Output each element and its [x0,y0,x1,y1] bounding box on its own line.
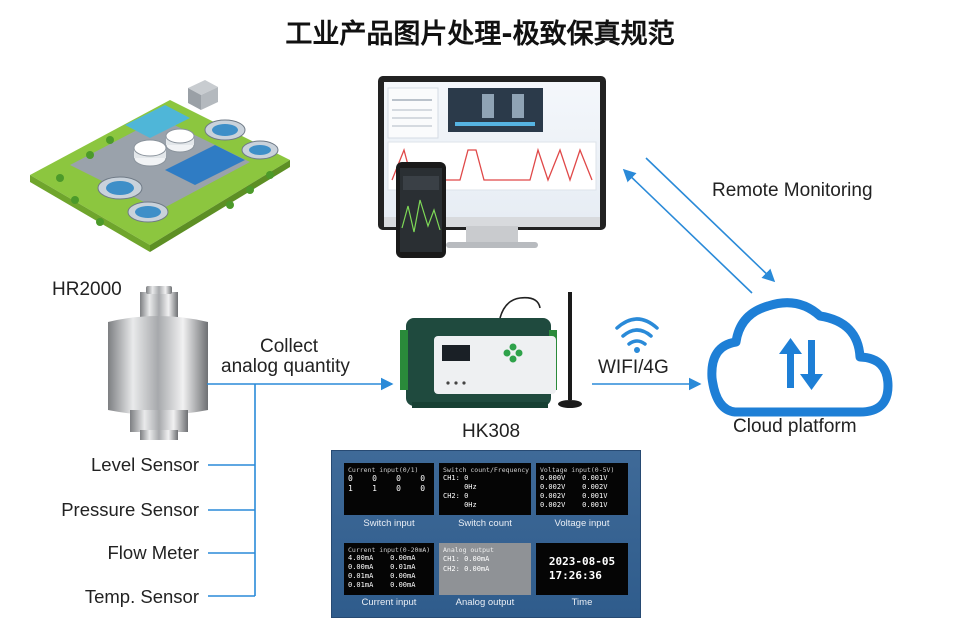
hk308-gateway-illustration [400,292,582,408]
tile-caption-current-input: Current input [361,597,417,608]
tile-time: 2023-08-05 17:26:36 [536,543,628,595]
tile-caption-voltage-input: Voltage input [554,518,610,529]
network-label: WIFI/4G [598,357,669,378]
io-dashboard-panel: Current input(0/1) 0 0 0 0 1 1 0 0 Switc… [331,450,641,618]
tile-current-input: Current input(0-20mA) 4.00mA 0.00mA 0.00… [344,543,434,595]
wifi-dot [634,347,640,353]
tile-voltage-input: Voltage input(0-5V) 0.000V 0.001V 0.002V… [536,463,628,515]
sensor-label-level: Level Sensor [91,454,199,475]
water-treatment-plant-illustration [30,80,290,252]
page-title: 工业产品图片处理-极致保真规范 [285,19,675,50]
sensor-label-pressure: Pressure Sensor [61,499,199,520]
tile-value: 4.00mA 0.00mA 0.00mA 0.01mA 0.01mA 0.00m… [348,554,416,589]
connector-lines [207,157,776,597]
tile-value: CH1: 0.00mA CH2: 0.00mA [443,555,490,573]
hr2000-sensor-illustration [108,286,208,440]
monitor-illustration [378,76,606,258]
tile-header: Voltage input(0-5V) [540,466,615,474]
tile-header: Current input(0/1) [348,466,419,474]
remote-monitoring-label: Remote Monitoring [712,180,873,201]
tile-header: Analog output [443,546,494,554]
sensor-label-temp: Temp. Sensor [84,586,199,607]
wifi-icon [615,317,659,346]
tile-caption-time: Time [571,597,593,608]
hk308-label: HK308 [462,421,521,442]
tile-analog-output: Analog output CH1: 0.00mA CH2: 0.00mA [439,543,531,595]
tile-header: Switch count/Frequency [443,466,530,474]
time-readout: 2023-08-05 17:26:36 [548,555,616,582]
hr2000-label: HR2000 [52,279,122,300]
sensor-label-flow: Flow Meter [107,542,200,563]
tile-caption-analog-output: Analog output [455,597,515,608]
tile-caption-switch-input: Switch input [363,518,415,529]
collect-label-line1: Collect [260,336,319,357]
tile-value: 0.000V 0.001V 0.002V 0.002V 0.002V 0.001… [540,474,608,509]
tile-value: 0 0 0 0 1 1 0 0 [348,474,426,493]
tile-switch-count: Switch count/Frequency CH1: 0 0Hz CH2: 0… [439,463,531,515]
tile-caption-switch-count: Switch count [458,518,512,529]
tile-header: Current input(0-20mA) [348,546,431,554]
tile-value: CH1: 0 0Hz CH2: 0 0Hz [443,474,477,509]
upload-download-arrows-icon [779,338,823,390]
cloud-platform-label: Cloud platform [733,416,857,437]
tile-switch-input: Current input(0/1) 0 0 0 0 1 1 0 0 [344,463,434,515]
cloud-icon [707,298,893,417]
collect-label-line2: analog quantity [221,356,350,377]
